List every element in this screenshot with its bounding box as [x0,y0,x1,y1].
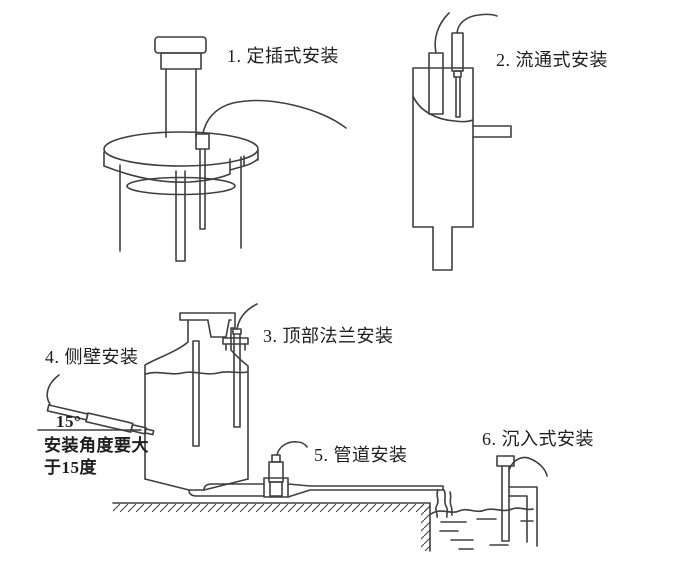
ground-edge [112,502,431,552]
diagram-submersible [496,455,548,547]
pipe-fitting [263,477,289,498]
probe-cap [154,36,207,54]
sensor-rod [199,148,206,230]
inline-sensor-collar [271,454,281,463]
sensor-pole [501,465,510,542]
flange-sensor-cable [236,303,258,330]
flange-bar [222,337,249,345]
label-method-2: 2. 流通式安装 [496,50,608,70]
sensor-block [195,133,210,150]
tank-outline [144,312,249,480]
sensor-cable [202,99,347,134]
tank-lid-bottom [103,155,259,183]
label-angle-note: 安装角度要大于15度 [44,436,149,477]
inline-sensor-cable [276,441,308,456]
water-pool [430,489,534,550]
lid-legs [119,156,242,252]
label-method-5: 5. 管道安装 [314,445,408,465]
water-surface [430,507,534,515]
side-probe-cable [46,374,60,405]
falling-water [435,489,453,518]
inline-sensor-body [268,461,284,483]
label-method-1: 1. 定插式安装 [227,46,339,66]
probe-a [428,52,444,115]
diagram-pipeline [188,441,444,498]
tank-lid-top [103,131,259,167]
flange-cup [207,320,230,338]
label-method-3: 3. 顶部法兰安装 [263,326,394,346]
tapered-pipe [287,483,444,498]
dip-tube [192,340,200,447]
label-method-6: 6. 沉入式安装 [482,429,594,449]
center-tube [175,170,186,262]
diagram-side-wall [37,374,155,436]
probe-a-cable [434,12,450,54]
water-level-line [145,371,248,375]
mounting-bracket [508,486,538,547]
probe-b-body [451,32,464,72]
probe-b-rod [455,76,461,118]
submersible-cable [508,456,548,477]
diagram-top-flange-tank [144,303,258,491]
angled-probe [46,404,155,436]
support-ring [126,176,236,196]
flange-bar-feet [225,343,246,351]
label-method-4: 4. 侧壁安装 [45,347,139,367]
pipe-fitting-inner [269,481,283,497]
flow-cell-weir [412,95,474,123]
probe-b-cable [456,13,498,34]
diagram-fixed-insertion [103,36,347,262]
flow-cell-bottom-pipe [432,226,453,271]
probe-b-collar [453,70,462,78]
diagram-flow-through [412,12,512,271]
water-dashes [439,518,534,550]
flange-sensor-rod [233,333,241,428]
probe-collar [160,52,202,70]
ground-hatching [112,502,431,552]
outlet-pipe [472,125,512,138]
label-angle-value: 15° [56,412,82,431]
elbow-pipe [188,483,265,497]
probe-body [165,68,197,138]
tank-lid-walls [103,149,259,167]
